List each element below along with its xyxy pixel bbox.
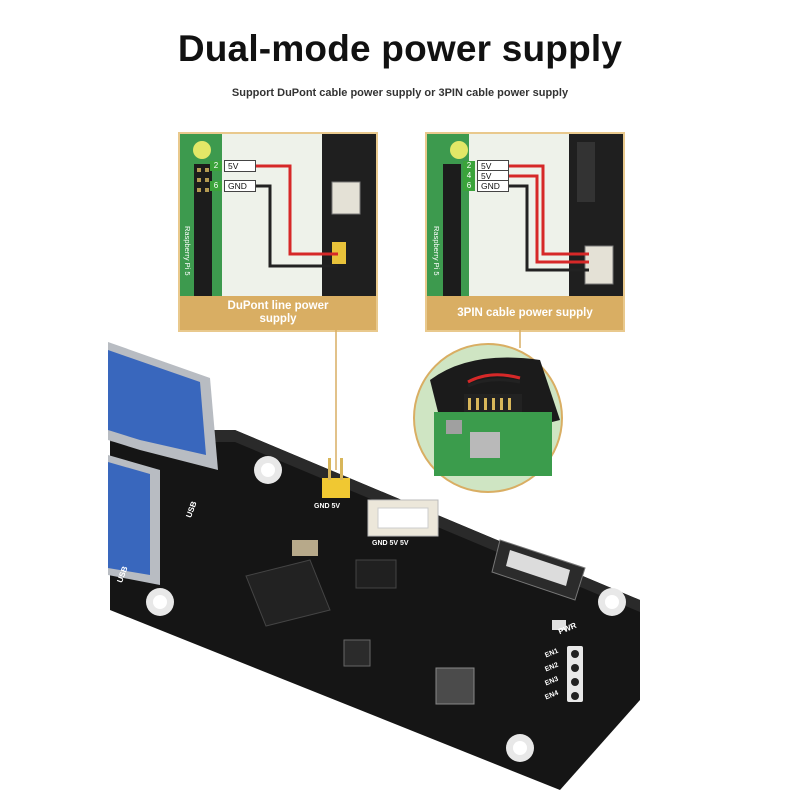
dupont-power-panel: 2 5V 6 GND Raspberry Pi 5 DuPont line po… bbox=[178, 132, 378, 332]
pin-label-gnd: GND bbox=[224, 180, 256, 192]
en-pin-header bbox=[567, 646, 583, 702]
connector-pin-label: GND 5V 5V bbox=[372, 540, 409, 547]
pin-label-5v: 5V bbox=[224, 160, 256, 172]
controller-chip bbox=[245, 559, 331, 627]
inset-photo bbox=[413, 343, 563, 493]
header-pin-label: GND 5V bbox=[314, 503, 341, 510]
pin-number: 6 bbox=[210, 181, 222, 191]
pin-label-gnd: GND bbox=[477, 180, 509, 192]
3pin-power-panel: 2 5V 4 5V 6 GND Raspberry Pi 5 3PIN cabl… bbox=[425, 132, 625, 332]
page-subtitle: Support DuPont cable power supply or 3PI… bbox=[231, 87, 569, 99]
page-title: Dual-mode power supply bbox=[177, 28, 623, 69]
inductor bbox=[435, 667, 475, 705]
power-header bbox=[322, 478, 350, 498]
pin-number: 2 bbox=[463, 161, 475, 171]
pcie-usb-board bbox=[108, 342, 640, 790]
pin-number: 2 bbox=[210, 161, 222, 171]
pin-number: 4 bbox=[463, 171, 475, 181]
dupont-caption: DuPont line power supply bbox=[180, 296, 376, 330]
pin-number: 6 bbox=[463, 181, 475, 191]
3pin-caption: 3PIN cable power supply bbox=[427, 296, 623, 330]
